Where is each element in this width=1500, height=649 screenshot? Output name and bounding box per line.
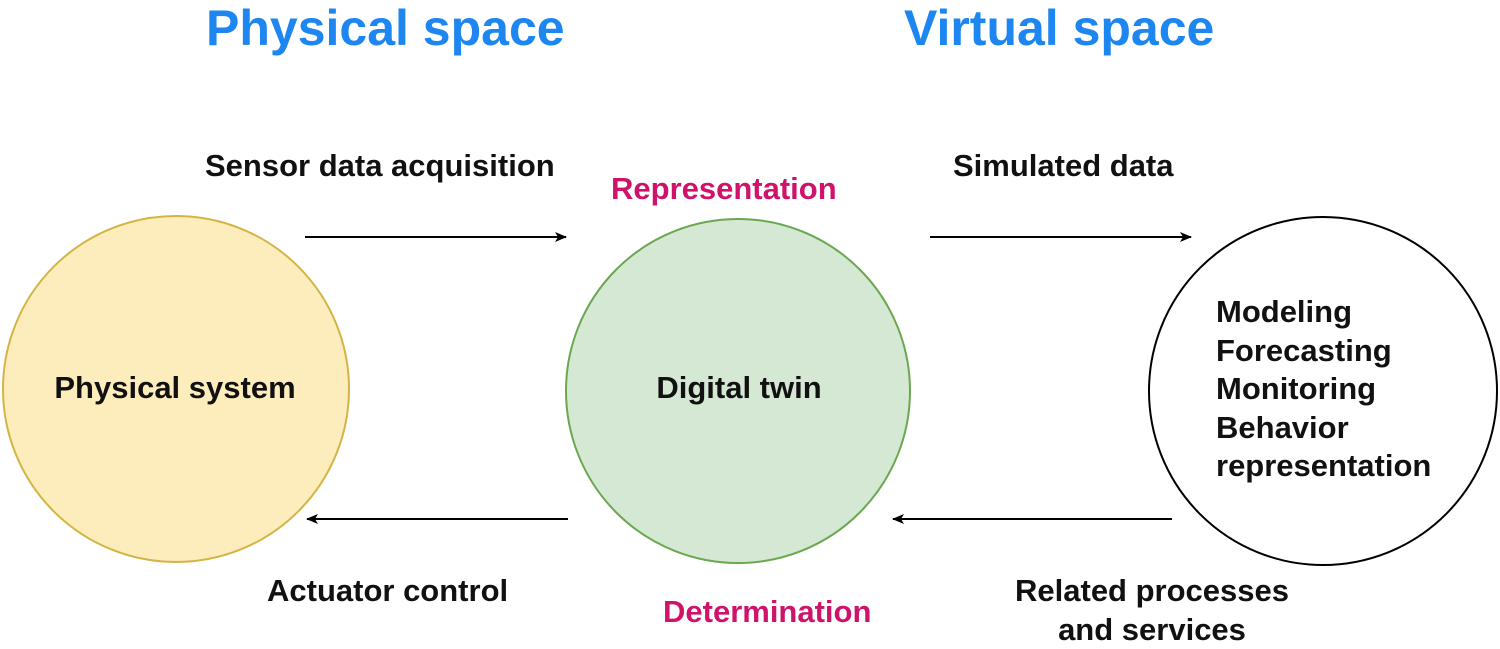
virtual-function-item: Monitoring: [1216, 370, 1431, 409]
sensor-data-label: Sensor data acquisition: [205, 148, 555, 184]
virtual-space-title: Virtual space: [904, 0, 1214, 57]
digital-twin-label: Digital twin: [656, 370, 821, 406]
simulated-data-label: Simulated data: [953, 148, 1174, 184]
physical-system-label: Physical system: [54, 370, 295, 406]
determination-label: Determination: [663, 594, 871, 630]
virtual-function-item: Forecasting: [1216, 332, 1431, 371]
related-processes-line: Related processes: [1015, 572, 1289, 611]
virtual-function-item: Modeling: [1216, 293, 1431, 332]
virtual-functions-list: Modeling Forecasting Monitoring Behavior…: [1216, 293, 1431, 486]
related-processes-label: Related processes and services: [1015, 572, 1289, 649]
actuator-control-label: Actuator control: [267, 573, 508, 609]
virtual-function-item: Behavior: [1216, 409, 1431, 448]
virtual-function-item: representation: [1216, 447, 1431, 486]
related-processes-line: and services: [1015, 611, 1289, 649]
physical-space-title: Physical space: [206, 0, 565, 57]
representation-label: Representation: [611, 171, 837, 207]
